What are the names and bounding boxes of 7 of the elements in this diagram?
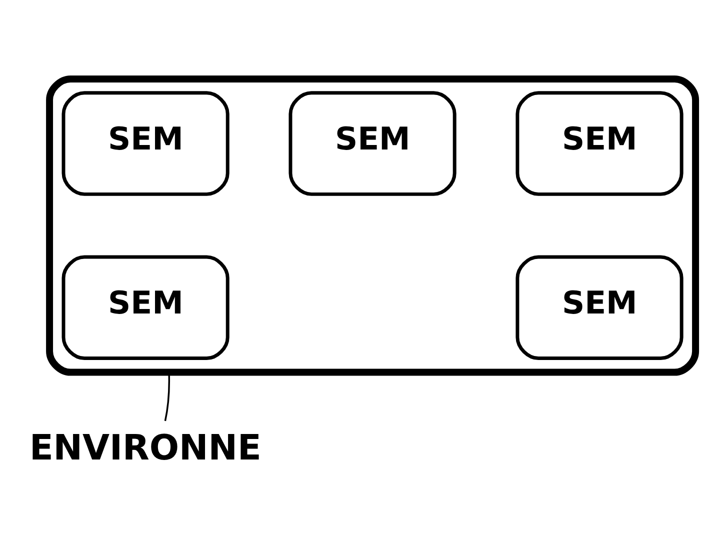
node-text: ENVIRONNE [29,428,262,469]
node-box: SEM [516,255,684,360]
node-box: SEM [62,91,230,196]
node-box: SEM [516,91,684,196]
node-box: SEM [62,255,230,360]
cluster [46,75,700,376]
node-box: SEM [288,91,456,196]
